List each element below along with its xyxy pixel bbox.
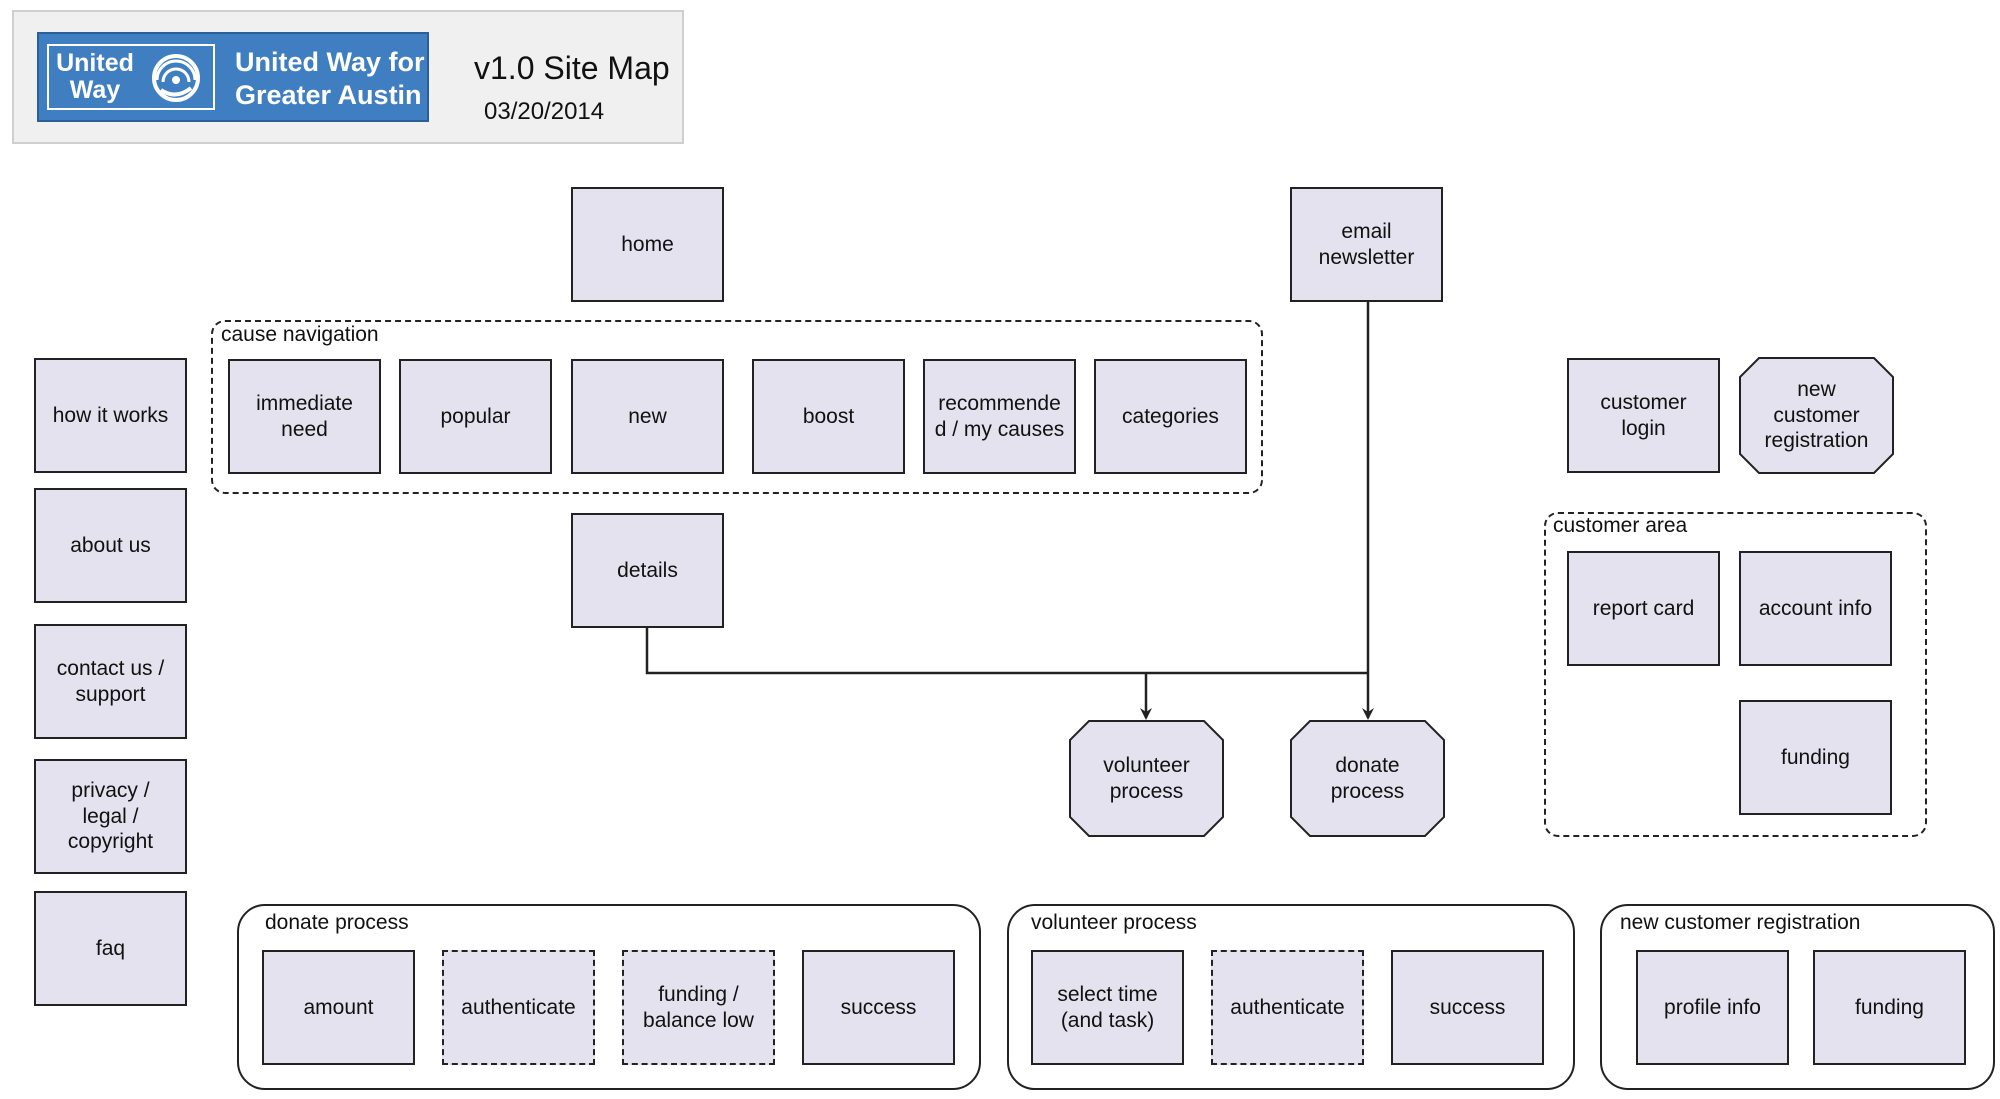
logo-org-name: United Way for Greater Austin	[235, 47, 425, 110]
cause-nav-item-label: immediate need	[256, 391, 353, 441]
page-title: v1.0 Site Map	[474, 50, 670, 86]
cause-nav-item-label: popular	[440, 404, 511, 428]
volunteer-process-label: volunteer process	[1103, 753, 1190, 803]
cause-nav-item-categories[interactable]: categories	[1094, 359, 1247, 474]
page-date: 03/20/2014	[484, 98, 605, 125]
donate-step-label: success	[840, 995, 917, 1019]
volunteer-step-select-time[interactable]: select time (and task)	[1031, 950, 1184, 1065]
customer-login-label: customer login	[1600, 390, 1687, 440]
cause-nav-item-label: new	[628, 404, 667, 428]
octagon-shape	[1290, 720, 1445, 837]
volunteer-step-label: authenticate	[1230, 995, 1345, 1019]
united-way-logo: United Way United Way for Greater Austin	[37, 32, 429, 122]
how-it-works-label: how it works	[52, 403, 169, 427]
cause-nav-item-label: recommende d / my causes	[934, 391, 1065, 441]
registration-step-funding[interactable]: funding	[1813, 950, 1966, 1065]
privacy-legal-node[interactable]: privacy / legal / copyright	[34, 759, 187, 874]
cause-nav-item-boost[interactable]: boost	[752, 359, 905, 474]
donate-step-label: authenticate	[461, 995, 576, 1019]
customer-area-group	[1544, 512, 1927, 837]
donate-process-flow-label: donate process	[265, 911, 409, 934]
email-newsletter-node[interactable]: email newsletter	[1290, 187, 1443, 302]
volunteer-process-flow-label: volunteer process	[1031, 911, 1197, 934]
cause-nav-item-label: categories	[1122, 404, 1219, 428]
volunteer-process-flow	[1007, 904, 1575, 1090]
customer-area-funding[interactable]: funding	[1739, 700, 1892, 815]
home-label: home	[621, 232, 674, 256]
donate-process-flow	[237, 904, 981, 1090]
about-us-label: about us	[70, 533, 151, 557]
new-customer-registration-node[interactable]: new customer registration	[1739, 357, 1894, 474]
registration-flow-label: new customer registration	[1620, 911, 1861, 934]
contact-support-node[interactable]: contact us / support	[34, 624, 187, 739]
registration-step-label: profile info	[1664, 995, 1761, 1019]
donate-step-funding-balance-low[interactable]: funding / balance low	[622, 950, 775, 1065]
registration-step-profile-info[interactable]: profile info	[1636, 950, 1789, 1065]
customer-area-label: customer area	[1553, 514, 1688, 537]
faq-label: faq	[95, 936, 126, 960]
volunteer-step-label: success	[1429, 995, 1506, 1019]
customer-area-item-label: funding	[1781, 745, 1850, 769]
donate-step-label: amount	[303, 995, 374, 1019]
volunteer-process-node[interactable]: volunteer process	[1069, 720, 1224, 837]
donate-step-success[interactable]: success	[802, 950, 955, 1065]
donate-step-amount[interactable]: amount	[262, 950, 415, 1065]
logo-mark-text: United Way	[56, 49, 134, 104]
cause-nav-item-immediate-need[interactable]: immediate need	[228, 359, 381, 474]
cause-nav-item-label: boost	[802, 404, 855, 428]
volunteer-step-authenticate[interactable]: authenticate	[1211, 950, 1364, 1065]
hand-rainbow-icon	[152, 54, 200, 102]
registration-flow	[1600, 904, 1995, 1090]
volunteer-step-success[interactable]: success	[1391, 950, 1544, 1065]
donate-step-label: funding / balance low	[643, 982, 754, 1032]
donate-step-authenticate[interactable]: authenticate	[442, 950, 595, 1065]
customer-area-report-card[interactable]: report card	[1567, 551, 1720, 666]
volunteer-step-label: select time (and task)	[1057, 982, 1158, 1032]
customer-area-account-info[interactable]: account info	[1739, 551, 1892, 666]
faq-node[interactable]: faq	[34, 891, 187, 1006]
cause-nav-item-popular[interactable]: popular	[399, 359, 552, 474]
email-newsletter-label: email newsletter	[1318, 219, 1415, 269]
donate-process-node[interactable]: donate process	[1290, 720, 1445, 837]
octagon-shape	[1069, 720, 1224, 837]
customer-area-item-label: report card	[1592, 596, 1695, 620]
header-panel: United Way United Way for Greater Austin…	[12, 10, 684, 144]
registration-step-label: funding	[1855, 995, 1924, 1019]
donate-process-label: donate process	[1330, 753, 1405, 803]
logo-mark: United Way	[47, 44, 215, 110]
privacy-legal-label: privacy / legal / copyright	[67, 779, 154, 854]
connector-details-bus	[645, 628, 1368, 675]
about-us-node[interactable]: about us	[34, 488, 187, 603]
details-node[interactable]: details	[571, 513, 724, 628]
cause-navigation-label: cause navigation	[221, 323, 379, 346]
cause-nav-item-recommended[interactable]: recommende d / my causes	[923, 359, 1076, 474]
cause-navigation-group	[211, 320, 1263, 494]
cause-nav-item-new[interactable]: new	[571, 359, 724, 474]
customer-login-node[interactable]: customer login	[1567, 358, 1720, 473]
new-customer-registration-label: new customer registration	[1764, 378, 1869, 453]
details-label: details	[617, 558, 678, 582]
customer-area-item-label: account info	[1758, 596, 1873, 620]
how-it-works-node[interactable]: how it works	[34, 358, 187, 473]
home-node[interactable]: home	[571, 187, 724, 302]
octagon-shape	[1739, 357, 1894, 474]
contact-support-label: contact us / support	[56, 656, 165, 706]
